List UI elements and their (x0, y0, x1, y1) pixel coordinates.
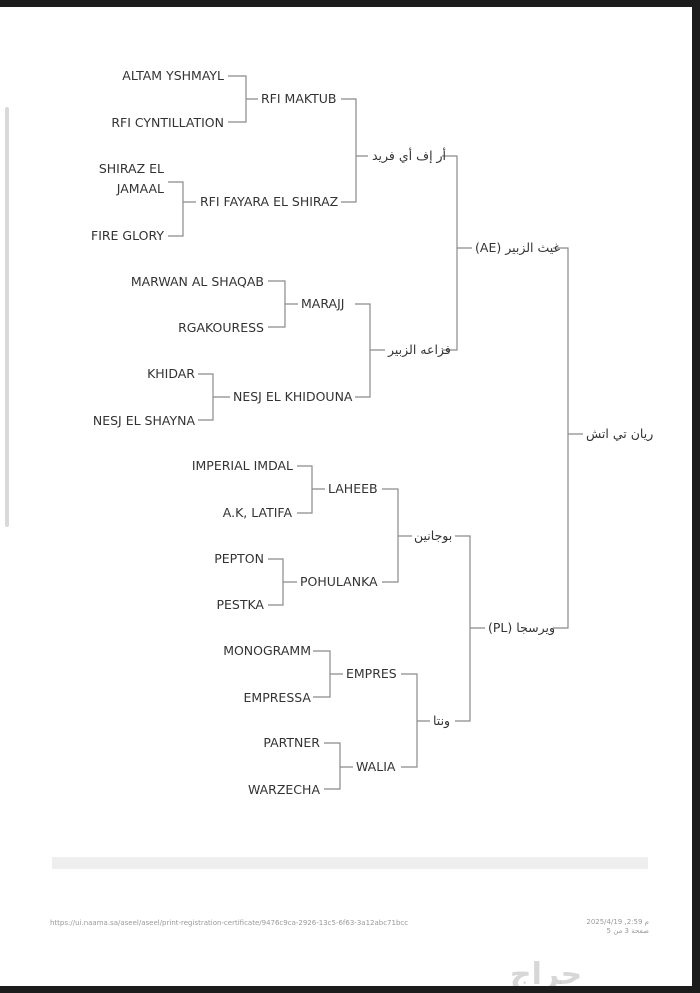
pedigree-g4-node: PEPTON (214, 551, 264, 566)
certificate-page: ALTAM YSHMAYL RFI CYNTILLATION SHIRAZ EL… (0, 7, 692, 986)
pedigree-g3-node: MARAJJ (301, 296, 345, 311)
divider (52, 857, 648, 869)
pedigree-g3-node: LAHEEB (328, 481, 378, 496)
pedigree-g4-node: ALTAM YSHMAYL (122, 68, 224, 83)
pedigree-g3-node: WALIA (356, 759, 396, 774)
pedigree-g4-node: FIRE GLORY (91, 228, 164, 243)
footer-url: https://ui.naama.sa/aseel/aseel/print-re… (50, 919, 409, 927)
pedigree-g4-node: SHIRAZ EL (98, 161, 164, 176)
pedigree-g4-node: IMPERIAL IMDAL (191, 458, 293, 473)
pedigree-connector-lines (168, 75, 583, 790)
pedigree-g2-node: فزاعه الزبير (388, 342, 451, 357)
footer-date-block: 2025/4/19 ,2:59 م صفحة 3 من 5 (586, 918, 649, 937)
pedigree-g2-node: بوجانين (414, 528, 453, 543)
pedigree-g4-node: RFI CYNTILLATION (111, 115, 224, 130)
pedigree-g4-node: EMPRESSA (243, 690, 311, 705)
pedigree-g4-node: PESTKA (216, 597, 264, 612)
pedigree-sire: غيث الزبير (AE) (475, 240, 561, 255)
pedigree-g2-node: ونتا (433, 713, 451, 728)
pedigree-g3-node: POHULANKA (300, 574, 378, 589)
pedigree-g3-node: RFI FAYARA EL SHIRAZ (200, 194, 339, 209)
watermark-logo: حراج (510, 957, 583, 986)
pedigree-g4-node: WARZECHA (247, 782, 320, 797)
pedigree-dam: ويرسجا (PL) (488, 620, 556, 635)
pedigree-g4-node: A.K, LATIFA (222, 505, 292, 520)
pedigree-g4-node: NESJ EL SHAYNA (92, 413, 195, 428)
footer-page-number: صفحة 3 من 5 (606, 927, 649, 936)
pedigree-g4-node: PARTNER (263, 735, 320, 750)
pedigree-subject: ريان تي اتش (586, 426, 654, 441)
scrollbar[interactable] (5, 107, 9, 527)
pedigree-g4-node: MONOGRAMM (223, 643, 311, 658)
pedigree-g3-node: RFI MAKTUB (261, 91, 337, 106)
pedigree-g3-node: NESJ EL KHIDOUNA (233, 389, 353, 404)
pedigree-g4-node: KHIDAR (147, 366, 195, 381)
pedigree-g4-node: RGAKOURESS (178, 320, 264, 335)
pedigree-g4-node: MARWAN AL SHAQAB (130, 274, 264, 289)
pedigree-g2-node: أر إف أي فريد (372, 148, 447, 163)
footer-date: 2025/4/19 ,2:59 م (586, 918, 649, 926)
pedigree-g3-node: EMPRES (346, 666, 397, 681)
pedigree-g4-node: JAMAAL (116, 181, 164, 196)
